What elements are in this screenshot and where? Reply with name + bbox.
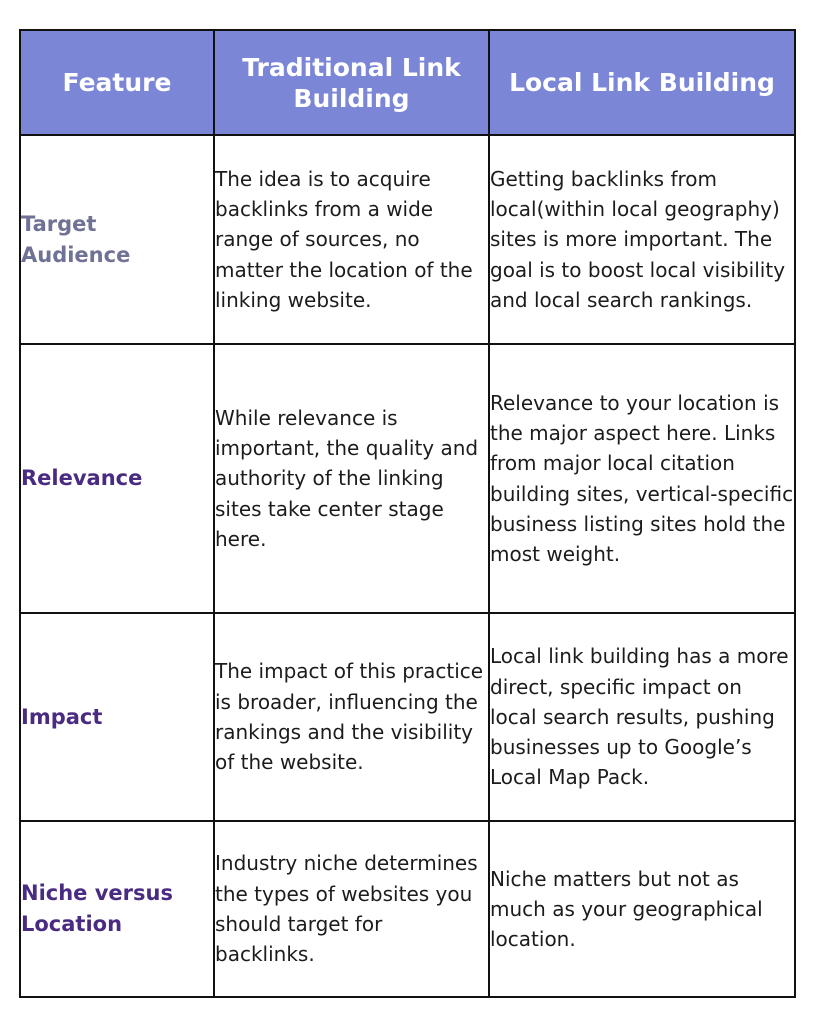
local-cell: Getting backlinks from local(within loca… xyxy=(488,134,796,345)
header-feature: Feature xyxy=(19,29,215,136)
table-row: Target Audience The idea is to acquire b… xyxy=(19,134,796,345)
header-local-link-building: Local Link Building xyxy=(488,29,796,136)
traditional-cell: While relevance is important, the qualit… xyxy=(213,343,490,614)
traditional-cell: The impact of this practice is broader, … xyxy=(213,612,490,822)
local-cell: Relevance to your location is the major … xyxy=(488,343,796,614)
traditional-cell: Industry niche determines the types of w… xyxy=(213,820,490,998)
traditional-cell: The idea is to acquire backlinks from a … xyxy=(213,134,490,345)
local-cell: Local link building has a more direct, s… xyxy=(488,612,796,822)
feature-label: Target Audience xyxy=(19,134,215,345)
header-traditional-link-building: Traditional Link Building xyxy=(213,29,490,136)
feature-label: Relevance xyxy=(19,343,215,614)
table-row: Niche versus Location Industry niche det… xyxy=(19,820,796,998)
table-header-row: Feature Traditional Link Building Local … xyxy=(19,29,796,136)
feature-label: Niche versus Location xyxy=(19,820,215,998)
table-row: Impact The impact of this practice is br… xyxy=(19,612,796,822)
comparison-table: Feature Traditional Link Building Local … xyxy=(19,29,796,998)
local-cell: Niche matters but not as much as your ge… xyxy=(488,820,796,998)
feature-label: Impact xyxy=(19,612,215,822)
table-row: Relevance While relevance is important, … xyxy=(19,343,796,614)
